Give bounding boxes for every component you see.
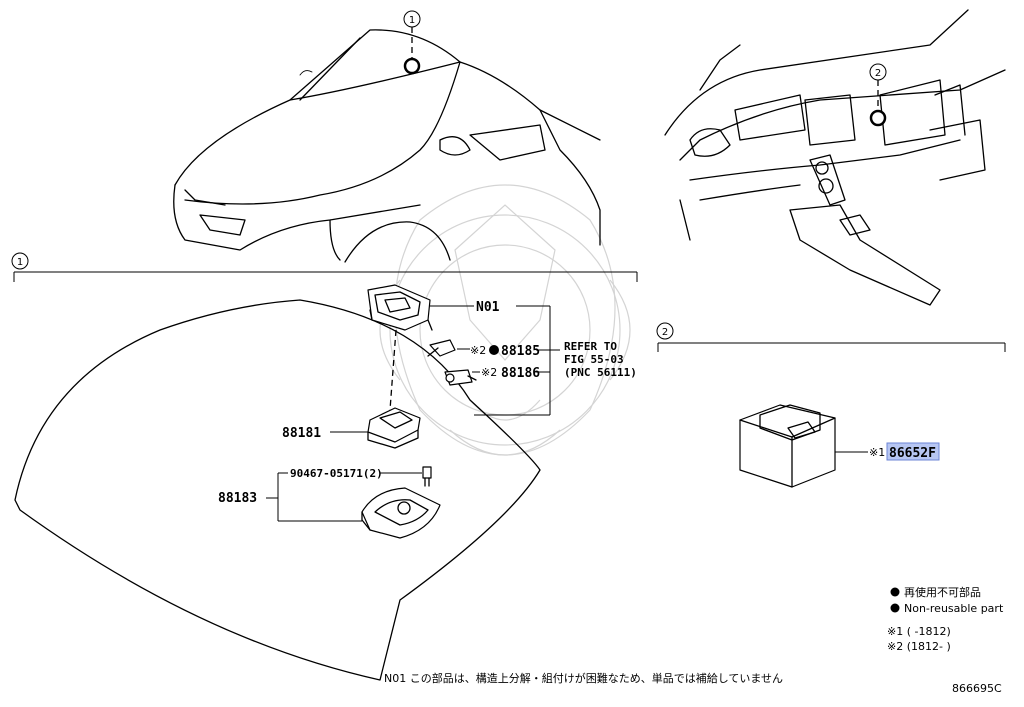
- car-exterior-illustration: [173, 29, 601, 263]
- svg-text:1: 1: [409, 15, 415, 26]
- part-n01-bracket-illustration: [367, 284, 433, 331]
- dashboard-illustration: [664, 9, 1006, 306]
- part-88181-illustration: [367, 407, 421, 449]
- label-88185[interactable]: ※2 88185: [470, 344, 540, 359]
- svg-text:88186: 88186: [501, 366, 540, 381]
- footer-note: N01 この部品は、構造上分解・組付けが困難なため、単品では補給していません: [384, 671, 783, 685]
- part-90467-bolt-illustration: [422, 466, 432, 487]
- label-88186[interactable]: ※2 88186: [481, 366, 540, 381]
- svg-text:88181: 88181: [282, 426, 321, 441]
- refer-to-note[interactable]: REFER TO FIG 55-03 (PNC 56111): [564, 340, 637, 379]
- label-90467[interactable]: 90467-05171(2): [290, 467, 383, 480]
- callout-1-top: 1: [403, 10, 421, 75]
- svg-text:※1: ※1: [869, 446, 885, 459]
- label-88181[interactable]: 88181: [282, 426, 321, 441]
- part-88185-illustration: [427, 339, 456, 357]
- figure-code: 866695C: [952, 682, 1002, 695]
- svg-text:※2 (1812- ): ※2 (1812- ): [887, 640, 951, 653]
- svg-text:86652F: 86652F: [889, 446, 936, 461]
- svg-text:FIG 55-03: FIG 55-03: [564, 353, 624, 366]
- non-reusable-bullet-icon: [890, 587, 900, 597]
- legend: 再使用不可部品 Non-reusable part ※1 ( -1812) ※2…: [887, 585, 1004, 653]
- svg-text:※2: ※2: [481, 366, 497, 379]
- svg-text:90467-05171(2): 90467-05171(2): [290, 467, 383, 480]
- assembly-dashed-line: [389, 329, 397, 411]
- part-86652f-illustration: [739, 404, 836, 488]
- svg-text:2: 2: [662, 327, 668, 338]
- svg-text:N01: N01: [476, 300, 500, 315]
- callout-2-top: 2: [869, 63, 887, 127]
- svg-text:2: 2: [875, 68, 881, 79]
- part-88183-cover-illustration: [361, 487, 441, 539]
- label-n01[interactable]: N01: [476, 300, 500, 315]
- section-1-bracket: 1: [11, 252, 638, 282]
- non-reusable-bullet-icon: [890, 603, 900, 613]
- svg-text:※2: ※2: [470, 344, 486, 357]
- svg-text:Non-reusable part: Non-reusable part: [904, 602, 1004, 615]
- section-2-bracket: 2: [656, 322, 1006, 352]
- part-88186-illustration: [444, 369, 477, 386]
- leader-lines: [266, 305, 868, 522]
- label-86652f[interactable]: ※1 86652F: [869, 442, 940, 461]
- non-reusable-bullet-icon: [489, 345, 499, 355]
- svg-text:※1 ( -1812): ※1 ( -1812): [887, 625, 951, 638]
- svg-text:88185: 88185: [501, 344, 540, 359]
- svg-text:再使用不可部品: 再使用不可部品: [904, 585, 981, 599]
- svg-text:1: 1: [17, 257, 23, 268]
- svg-text:88183: 88183: [218, 491, 257, 506]
- svg-text:REFER TO: REFER TO: [564, 340, 617, 353]
- watermark-emblem: [379, 184, 631, 456]
- windshield-outline: [14, 299, 541, 681]
- label-88183[interactable]: 88183: [218, 491, 257, 506]
- svg-text:(PNC 56111): (PNC 56111): [564, 366, 637, 379]
